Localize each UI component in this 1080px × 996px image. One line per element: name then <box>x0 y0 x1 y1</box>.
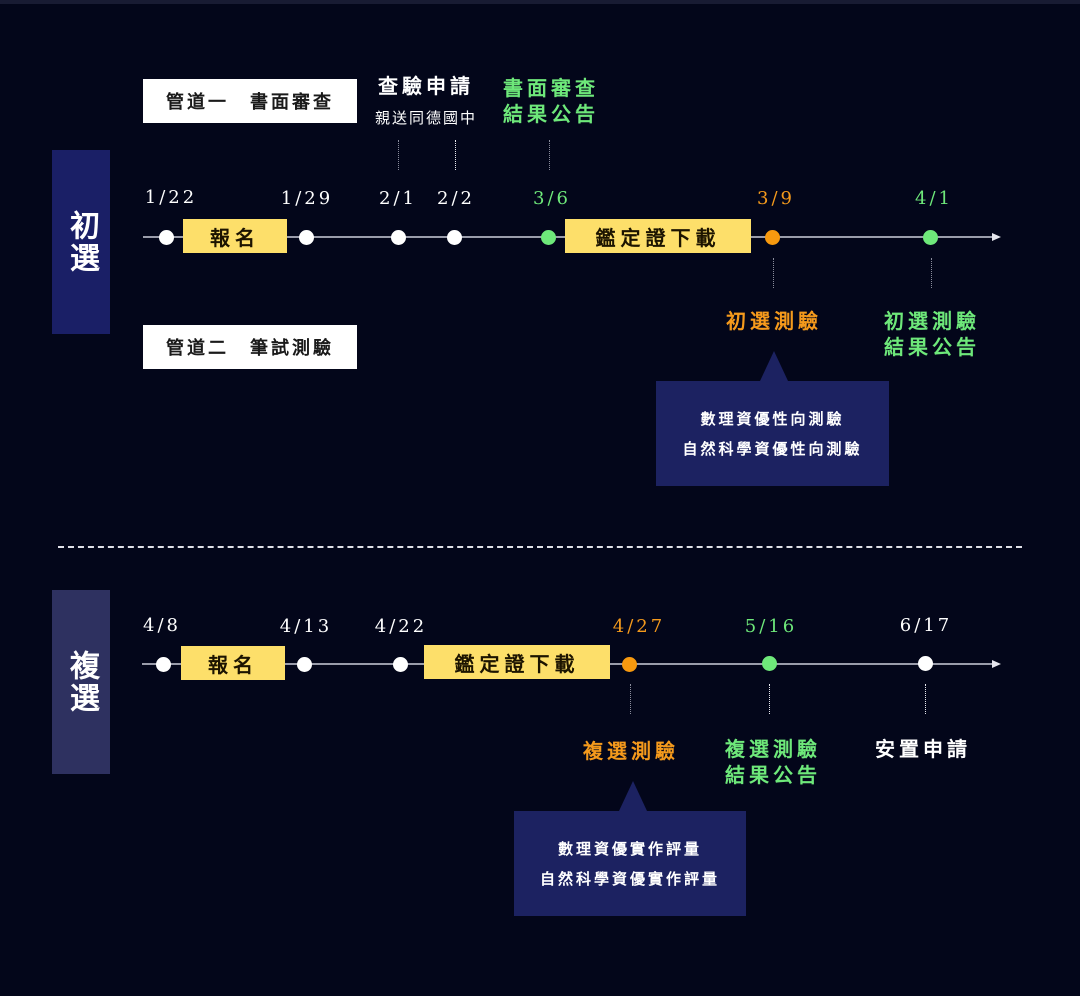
timeline-dot <box>297 657 312 672</box>
callout-pointer <box>760 351 788 381</box>
certificate-download-period: 鑑定證下載 <box>424 645 610 679</box>
timeline-dot <box>918 656 933 671</box>
section-divider <box>58 546 1022 548</box>
paper-review-result-line1: 書面審查 <box>503 76 599 100</box>
timeline-dot <box>393 657 408 672</box>
connector-3-6 <box>549 140 550 170</box>
preliminary-exam-label: 初選測驗 <box>726 309 822 333</box>
paper-review-result-line2: 結果公告 <box>503 102 599 126</box>
placement-application-label: 安置申請 <box>875 737 971 761</box>
exam-subject: 自然科學資優實作評量 <box>539 869 720 888</box>
final-result-line1: 複選測驗 <box>725 737 821 761</box>
top-border <box>0 0 1080 4</box>
date-label: 1/22 <box>144 187 198 208</box>
review-request-label: 查驗申請 <box>378 74 474 98</box>
date-label: 1/29 <box>280 188 334 209</box>
preliminary-result-label: 初選測驗 結果公告 <box>884 308 980 360</box>
callout-pointer <box>619 781 647 811</box>
exam-subject: 數理資優實作評量 <box>557 839 702 858</box>
timeline-dot <box>923 230 938 245</box>
date-label: 4/27 <box>612 616 666 637</box>
date-label: 6/17 <box>899 615 953 636</box>
connector-4-1 <box>931 258 932 288</box>
paper-review-result-label: 書面審查 結果公告 <box>503 75 599 127</box>
timeline-dot <box>622 657 637 672</box>
date-label: 4/13 <box>279 616 333 637</box>
date-label: 3/9 <box>757 188 795 209</box>
timeline-dot <box>156 657 171 672</box>
date-label: 4/22 <box>374 616 428 637</box>
preliminary-exam-subjects: 數理資優性向測驗 自然科學資優性向測驗 <box>656 381 889 486</box>
preliminary-result-line2: 結果公告 <box>884 335 980 359</box>
date-label: 4/8 <box>143 615 181 636</box>
connector-5-16 <box>769 684 770 714</box>
final-exam-subjects: 數理資優實作評量 自然科學資優實作評量 <box>514 811 746 916</box>
exam-subject: 數理資優性向測驗 <box>700 409 845 428</box>
final-result-label: 複選測驗 結果公告 <box>725 736 821 788</box>
connector-2-1 <box>398 140 399 170</box>
connector-2-2 <box>455 140 456 170</box>
connector-3-9 <box>773 258 774 288</box>
date-label: 2/2 <box>437 188 475 209</box>
preliminary-result-line1: 初選測驗 <box>884 309 980 333</box>
timeline-dot <box>541 230 556 245</box>
timeline-dot <box>391 230 406 245</box>
final-exam-label: 複選測驗 <box>583 739 679 763</box>
connector-4-27 <box>630 684 631 714</box>
arrow-icon <box>992 233 1001 241</box>
registration-period: 報名 <box>183 219 287 253</box>
registration-period: 報名 <box>181 646 285 680</box>
timeline-dot <box>447 230 462 245</box>
exam-subject: 自然科學資優性向測驗 <box>682 439 863 458</box>
timeline-dot <box>765 230 780 245</box>
certificate-download-period: 鑑定證下載 <box>565 219 751 253</box>
timeline-dot <box>299 230 314 245</box>
channel-2-label: 管道二 筆試測驗 <box>143 325 357 369</box>
date-label: 2/1 <box>379 188 417 209</box>
date-label: 4/1 <box>915 188 953 209</box>
timeline-dot <box>159 230 174 245</box>
review-request-sublabel: 親送同德國中 <box>374 109 478 127</box>
arrow-icon <box>992 660 1001 668</box>
date-label: 3/6 <box>533 188 571 209</box>
date-label: 5/16 <box>744 616 798 637</box>
stage-label-preliminary: 初選 <box>52 150 110 334</box>
connector-6-17 <box>925 684 926 714</box>
channel-1-label: 管道一 書面審查 <box>143 79 357 123</box>
timeline-dot <box>762 656 777 671</box>
stage-label-final: 複選 <box>52 590 110 774</box>
final-result-line2: 結果公告 <box>725 763 821 787</box>
